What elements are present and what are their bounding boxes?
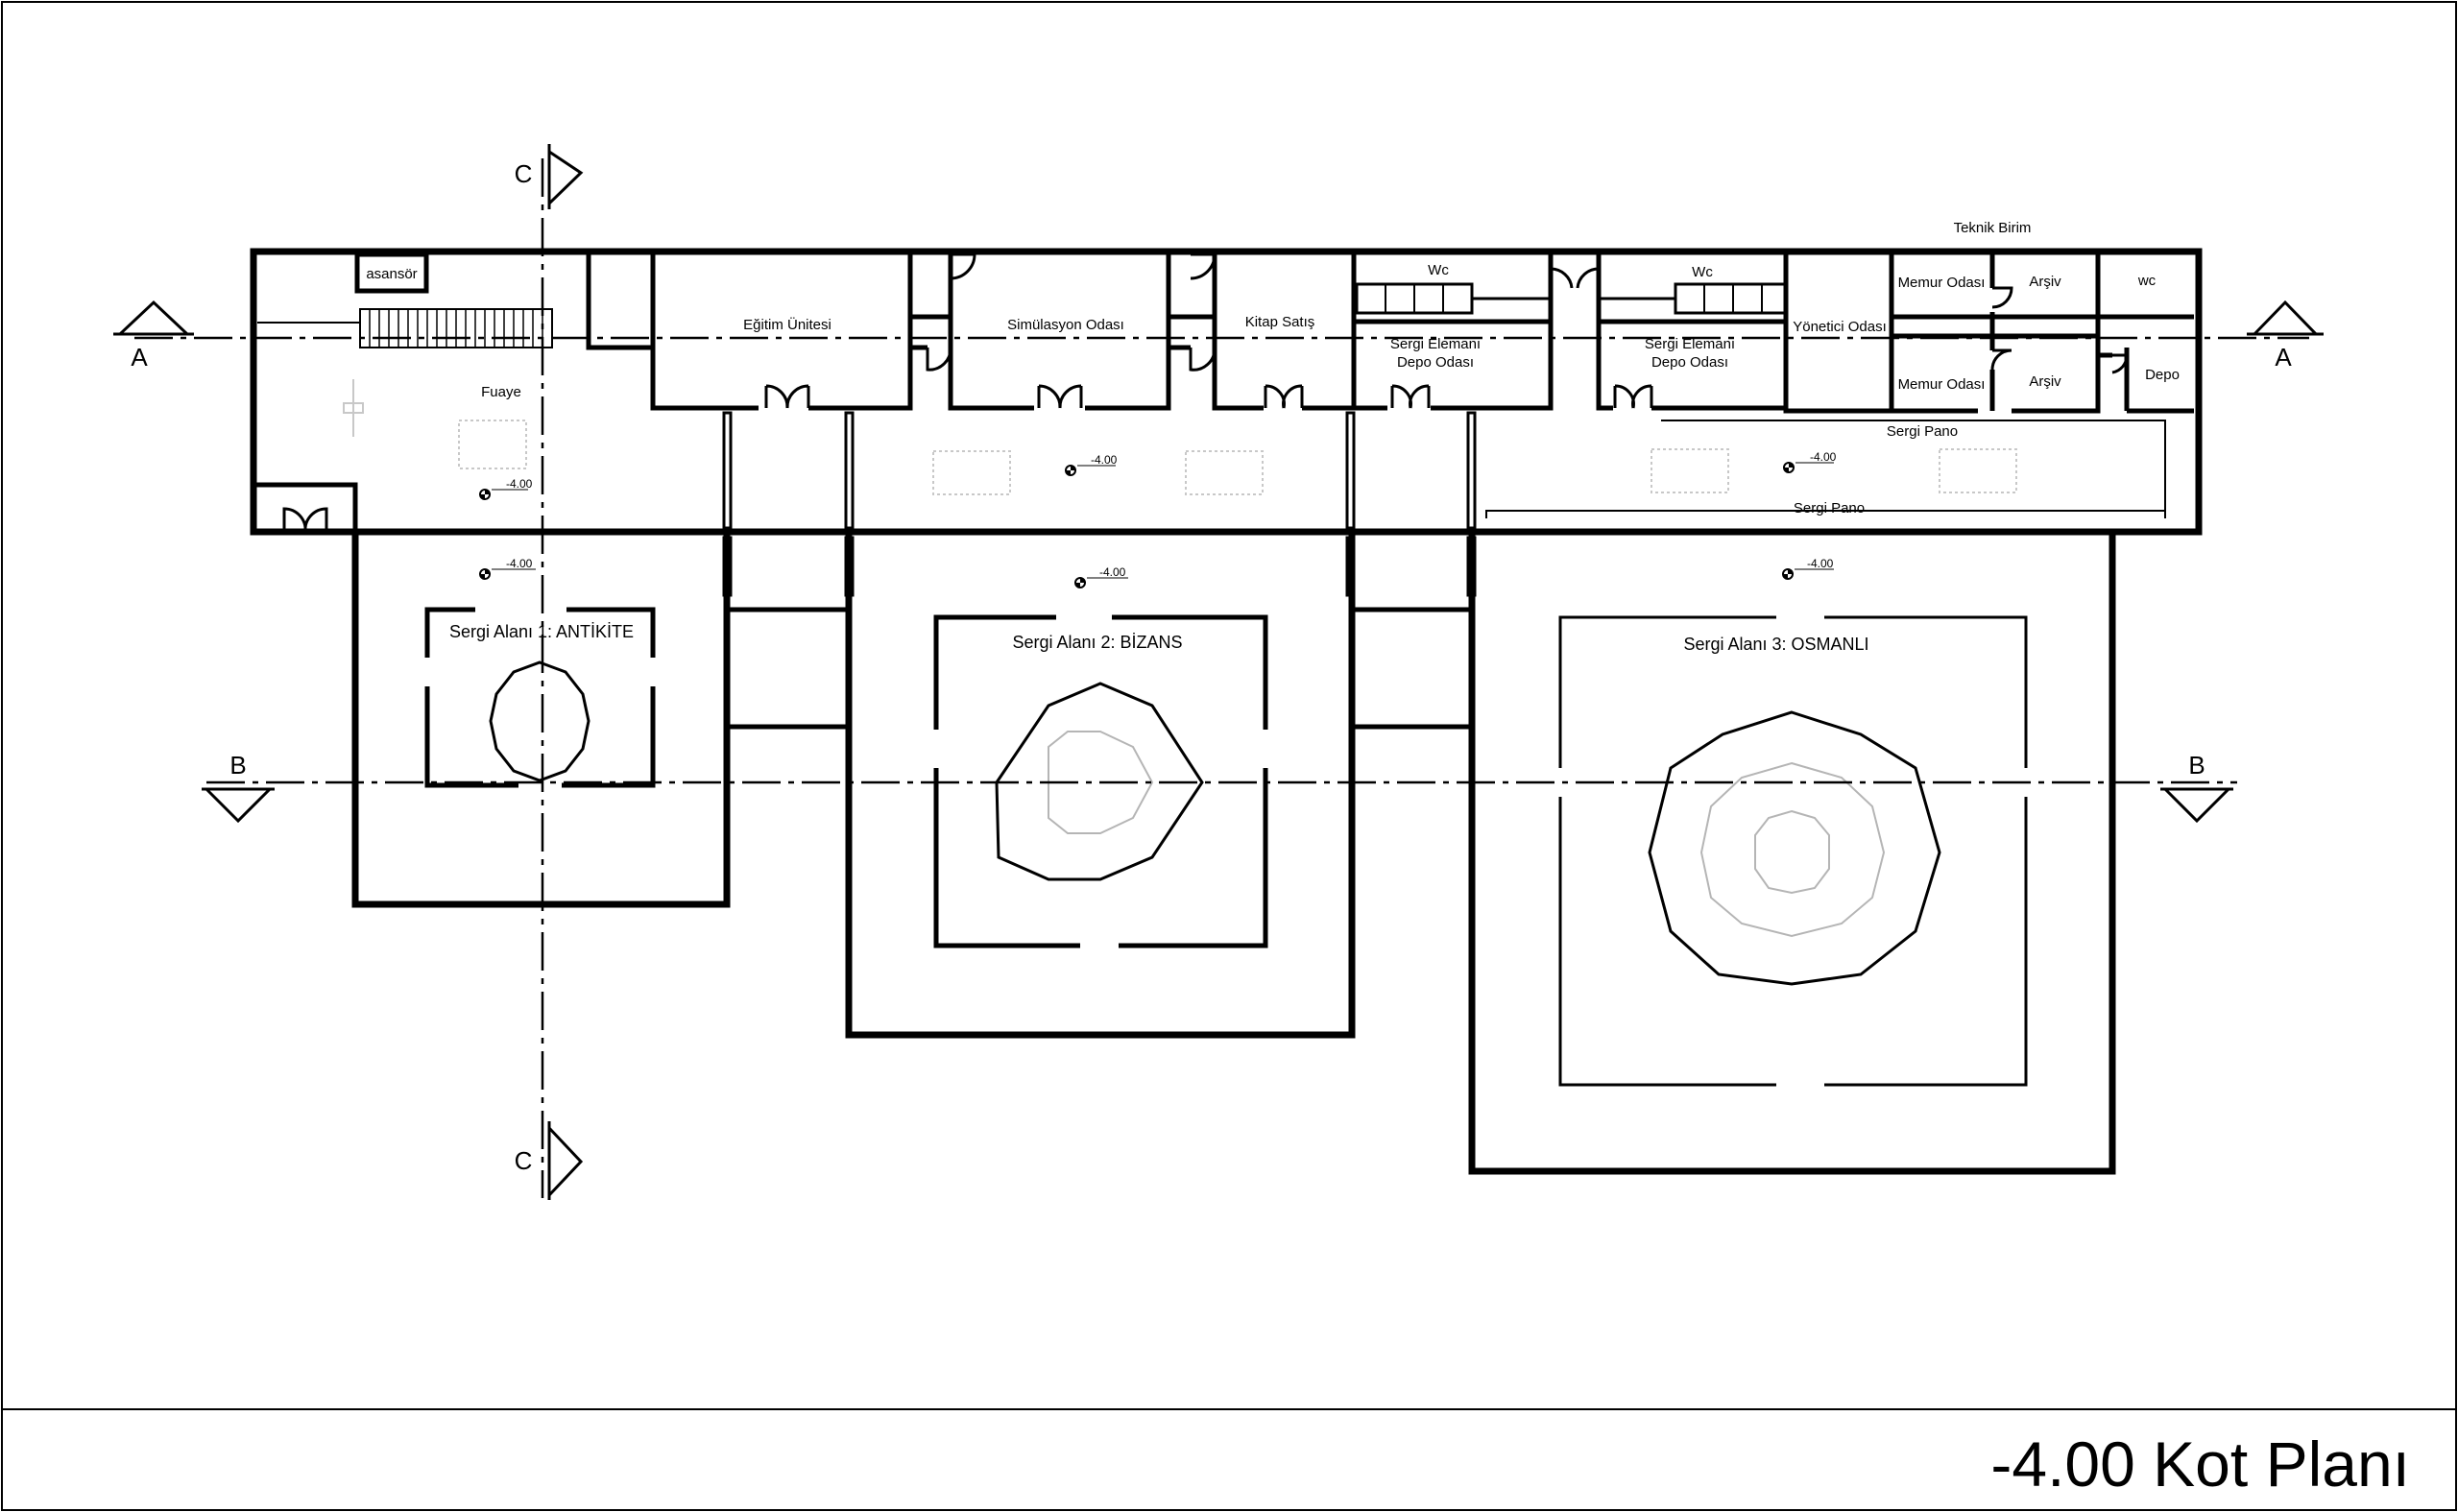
exhibit-hall-3 (1468, 532, 2116, 1175)
room-label-wc-2: Wc (1692, 264, 1713, 280)
link-corridor-1 (722, 536, 855, 730)
room-label-simulasyon-odasi: Simülasyon Odası (1007, 317, 1124, 333)
level-marker: -4.00 (479, 477, 533, 500)
exhibit-labels: Sergi Alanı 1: ANTİKİTE Sergi Alanı 2: B… (449, 622, 1869, 654)
room-label-kitap-satis: Kitap Satış (1245, 314, 1315, 330)
section-label-b-left: B (229, 751, 246, 780)
section-marker-b-right: B (2160, 751, 2233, 824)
section-label-b-right: B (2188, 751, 2205, 780)
section-axes (134, 158, 2309, 1198)
room-label-depo-2-line-2: Depo Odası (1651, 354, 1728, 371)
section-marker-c-bottom: C (515, 1121, 584, 1200)
exhibit-hall-1 (351, 532, 731, 908)
level-label: -4.00 (1810, 450, 1837, 464)
link-corridor-2 (1345, 536, 1477, 730)
section-marker-c-top: C (515, 144, 584, 209)
section-label-c-bottom: C (515, 1146, 533, 1175)
exhibit-label-osmanli: Sergi Alanı 3: OSMANLI (1683, 635, 1868, 654)
room-label-memur-odasi-2: Memur Odası (1898, 376, 1986, 393)
section-label-a-left: A (131, 343, 148, 372)
plan-title: -4.00 Kot Planı (1990, 1428, 2410, 1500)
room-label-asansor: asansör (366, 266, 417, 282)
room-label-memur-odasi-1: Memur Odası (1898, 275, 1986, 291)
room-label-yonetici-odasi: Yönetici Odası (1793, 319, 1887, 335)
room-label-wc-3: wc (2137, 273, 2157, 289)
room-label-depo: Depo (2145, 367, 2180, 383)
section-marker-a-right: A (2247, 300, 2324, 372)
level-marker: -4.00 (1074, 565, 1128, 588)
room-label-sergi-pano-2: Sergi Pano (1794, 500, 1865, 516)
level-marker: -4.00 (1782, 557, 1834, 580)
level-marker: -4.00 (1065, 453, 1118, 476)
level-label: -4.00 (1091, 453, 1118, 467)
level-label: -4.00 (1807, 557, 1834, 570)
section-label-c-top: C (515, 159, 533, 188)
room-walls (253, 252, 2194, 532)
room-label-egitim-unitesi: Eğitim Ünitesi (743, 316, 831, 333)
room-label-sergi-pano-1: Sergi Pano (1887, 423, 1958, 440)
main-block-walls (250, 248, 2203, 536)
room-label-teknik-birim: Teknik Birim (1954, 220, 2032, 236)
room-label-arsiv-2: Arşiv (2029, 373, 2061, 390)
level-marker: -4.00 (1783, 450, 1837, 473)
room-label-fuaye: Fuaye (481, 384, 521, 400)
room-label-wc-1: Wc (1428, 262, 1449, 278)
room-label-depo-1-line-1: Sergi Elemanı (1390, 336, 1481, 352)
section-marker-a-left: A (113, 300, 194, 372)
room-label-arsiv-1: Arşiv (2029, 274, 2061, 290)
exhibit-label-antikite: Sergi Alanı 1: ANTİKİTE (449, 622, 634, 641)
level-marker: -4.00 (479, 557, 536, 580)
room-label-depo-1-line-2: Depo Odası (1397, 354, 1474, 371)
level-label: -4.00 (506, 477, 533, 491)
room-label-depo-2-line-1: Sergi Elemanı (1645, 336, 1735, 352)
level-markers: -4.00 -4.00 -4.00 -4.00 -4.00 (479, 450, 1837, 588)
section-marker-b-left: B (202, 751, 275, 824)
room-labels: asansör Fuaye Eğitim Ünitesi Simülasyon … (366, 220, 2180, 516)
level-label: -4.00 (1099, 565, 1126, 579)
exhibit-label-bizans: Sergi Alanı 2: BİZANS (1012, 633, 1182, 652)
section-label-a-right: A (2275, 343, 2292, 372)
floor-rugs (343, 379, 2017, 495)
level-label: -4.00 (506, 557, 533, 570)
door-swings (282, 252, 2129, 533)
